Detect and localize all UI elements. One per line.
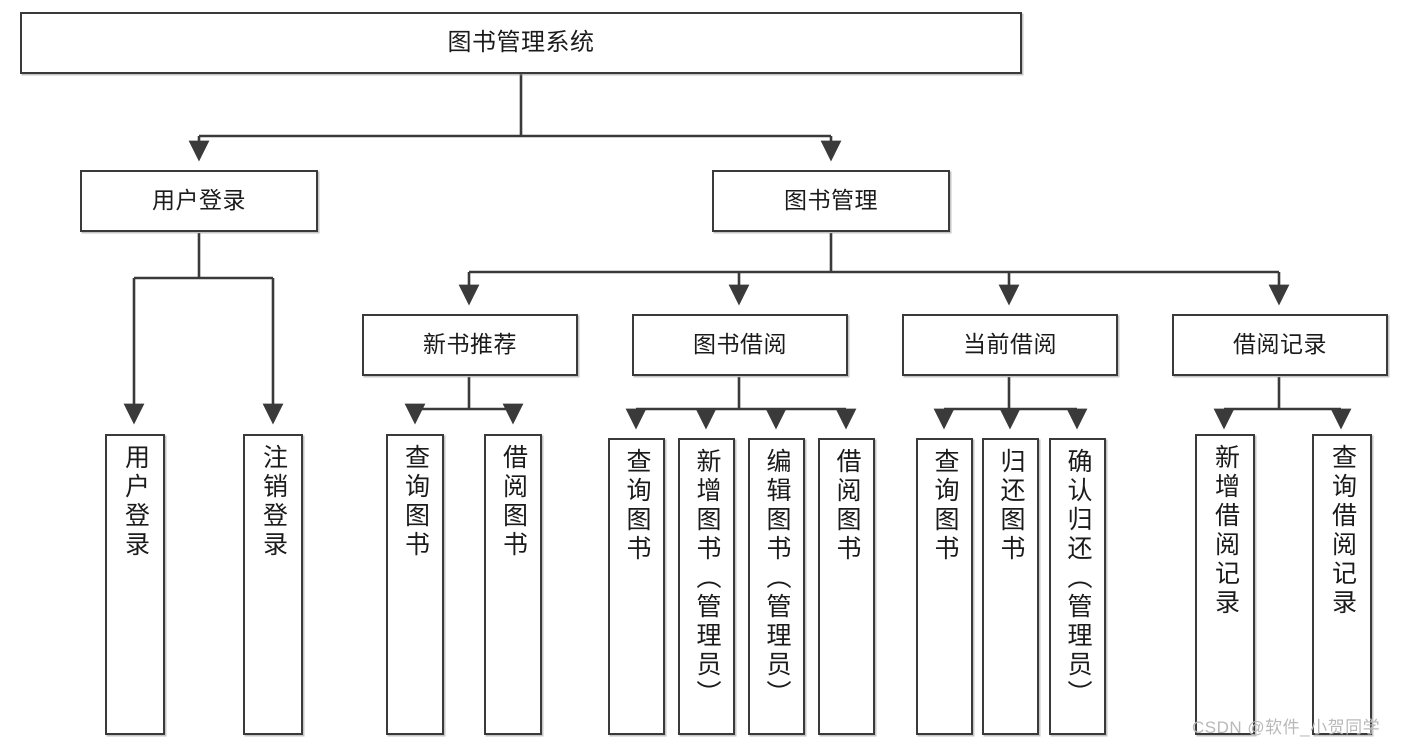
node-leaf-borrow-book-borrow[interactable]: 借阅图书 <box>818 438 875 735</box>
node-leaf-borrow-book-new[interactable]: 借阅图书 <box>484 434 542 735</box>
csdn-watermark: CSDN @软件_小贺同学 <box>1192 718 1381 737</box>
node-root-book-management-system[interactable]: 图书管理系统 <box>20 12 1022 74</box>
node-label: 查询图书 <box>623 448 651 564</box>
node-new-book-recommend[interactable]: 新书推荐 <box>362 314 578 376</box>
node-label: 查询图书 <box>401 444 430 560</box>
node-label: 当前借阅 <box>963 331 1057 358</box>
node-book-borrow[interactable]: 图书借阅 <box>632 314 848 376</box>
node-leaf-return-book[interactable]: 归还图书 <box>982 438 1039 735</box>
node-label: 查询借阅记录 <box>1328 444 1357 618</box>
node-leaf-confirm-return-admin[interactable]: 确认归还（管理员） <box>1049 438 1106 735</box>
node-leaf-add-book-admin[interactable]: 新增图书（管理员） <box>678 438 735 735</box>
node-leaf-query-borrow-record[interactable]: 查询借阅记录 <box>1312 434 1372 735</box>
node-label: 归还图书 <box>997 448 1025 564</box>
node-label: 用户登录 <box>121 444 150 560</box>
node-label: 用户登录 <box>152 187 246 214</box>
node-label: 新书推荐 <box>423 331 517 358</box>
node-label: 借阅图书 <box>499 444 528 560</box>
node-leaf-edit-book-admin[interactable]: 编辑图书（管理员） <box>748 438 805 735</box>
node-leaf-logout-login[interactable]: 注销登录 <box>243 434 303 735</box>
node-label: 新增借阅记录 <box>1211 444 1240 618</box>
node-label: 确认归还（管理员） <box>1064 448 1092 709</box>
node-book-management[interactable]: 图书管理 <box>712 170 950 232</box>
node-current-borrow[interactable]: 当前借阅 <box>902 314 1118 376</box>
node-label: 图书管理系统 <box>447 28 595 56</box>
node-leaf-add-borrow-record[interactable]: 新增借阅记录 <box>1195 434 1255 735</box>
node-label: 查询图书 <box>931 448 959 564</box>
node-label: 编辑图书（管理员） <box>763 448 791 709</box>
node-leaf-query-book-new[interactable]: 查询图书 <box>386 434 444 735</box>
node-label: 图书管理 <box>784 187 878 214</box>
node-leaf-query-book-current[interactable]: 查询图书 <box>916 438 973 735</box>
node-label: 新增图书（管理员） <box>693 448 721 709</box>
node-leaf-user-login[interactable]: 用户登录 <box>105 434 165 735</box>
node-label: 图书借阅 <box>693 331 787 358</box>
node-user-login[interactable]: 用户登录 <box>80 170 318 232</box>
node-label: 借阅图书 <box>833 448 861 564</box>
node-borrow-record[interactable]: 借阅记录 <box>1172 314 1388 376</box>
node-label: 借阅记录 <box>1233 331 1327 358</box>
node-leaf-query-book-borrow[interactable]: 查询图书 <box>608 438 665 735</box>
node-label: 注销登录 <box>259 444 288 560</box>
